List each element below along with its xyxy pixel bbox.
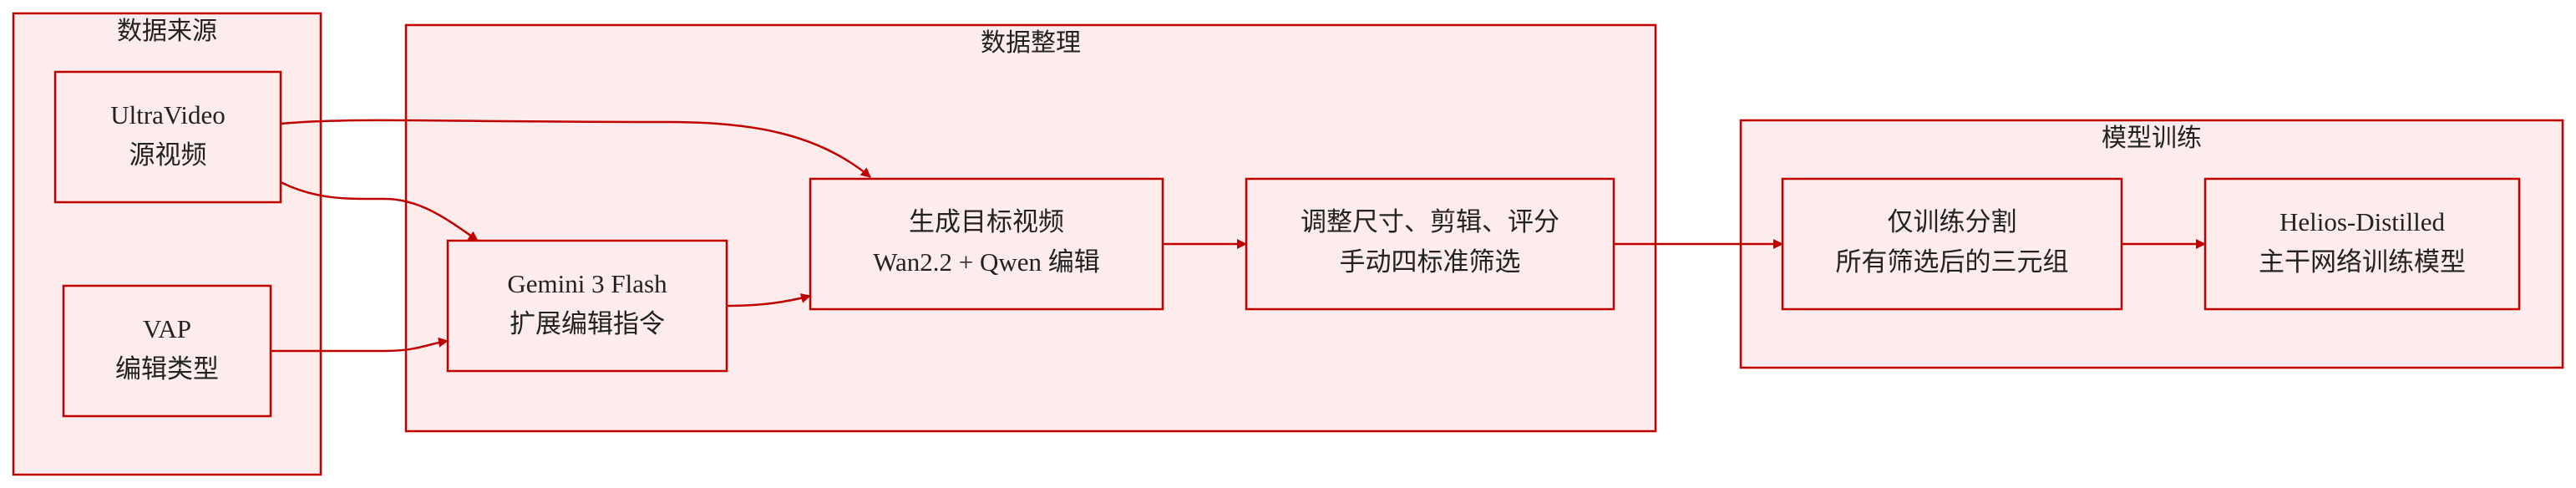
node-adjust-line2: 手动四标准筛选 xyxy=(1340,247,1521,277)
node-generate-line1: 生成目标视频 xyxy=(909,207,1064,236)
node-gemini-box xyxy=(446,239,728,373)
node-generate-box xyxy=(809,177,1164,311)
edge-ultravideo-to-generate xyxy=(280,119,871,178)
node-adjust-box xyxy=(1245,177,1615,311)
node-helios-line1: Helios-Distilled xyxy=(2279,207,2446,236)
node-adjust-line1: 调整尺寸、剪辑、评分 xyxy=(1301,207,1559,236)
node-helios-line2: 主干网络训练模型 xyxy=(2259,247,2466,277)
node-train-split: 仅训练分割 所有筛选后的三元组 xyxy=(1781,177,2123,311)
group-data-processing-title: 数据整理 xyxy=(981,28,1081,58)
edge-ultravideo-to-gemini xyxy=(280,180,479,242)
edge-gemini-to-generate xyxy=(726,293,811,308)
node-vap: VAP 编辑类型 xyxy=(62,284,272,418)
group-model-training-title: 模型训练 xyxy=(2102,124,2202,153)
node-helios: Helios-Distilled 主干网络训练模型 xyxy=(2203,177,2521,311)
node-vap-line1: VAP xyxy=(143,314,191,343)
node-train-split-box xyxy=(1781,177,2123,311)
node-gemini-line1: Gemini 3 Flash xyxy=(507,269,667,298)
node-ultravideo-line2: 源视频 xyxy=(129,140,207,170)
node-vap-line2: 编辑类型 xyxy=(115,354,219,384)
node-adjust: 调整尺寸、剪辑、评分 手动四标准筛选 xyxy=(1245,177,1615,311)
node-ultravideo-line1: UltraVideo xyxy=(110,100,226,130)
node-gemini: Gemini 3 Flash 扩展编辑指令 xyxy=(446,239,728,373)
node-generate: 生成目标视频 Wan2.2 + Qwen 编辑 xyxy=(809,177,1164,311)
node-train-split-line2: 所有筛选后的三元组 xyxy=(1836,247,2069,277)
group-data-source-title: 数据来源 xyxy=(117,17,217,46)
node-helios-box xyxy=(2203,177,2521,311)
node-generate-line2: Wan2.2 + Qwen 编辑 xyxy=(873,247,1100,277)
node-ultravideo-box xyxy=(53,70,282,204)
node-ultravideo: UltraVideo 源视频 xyxy=(53,70,282,204)
node-vap-box xyxy=(62,284,272,418)
node-gemini-line2: 扩展编辑指令 xyxy=(510,309,665,338)
edge-vap-to-gemini xyxy=(271,337,449,353)
node-train-split-line1: 仅训练分割 xyxy=(1888,207,2017,236)
